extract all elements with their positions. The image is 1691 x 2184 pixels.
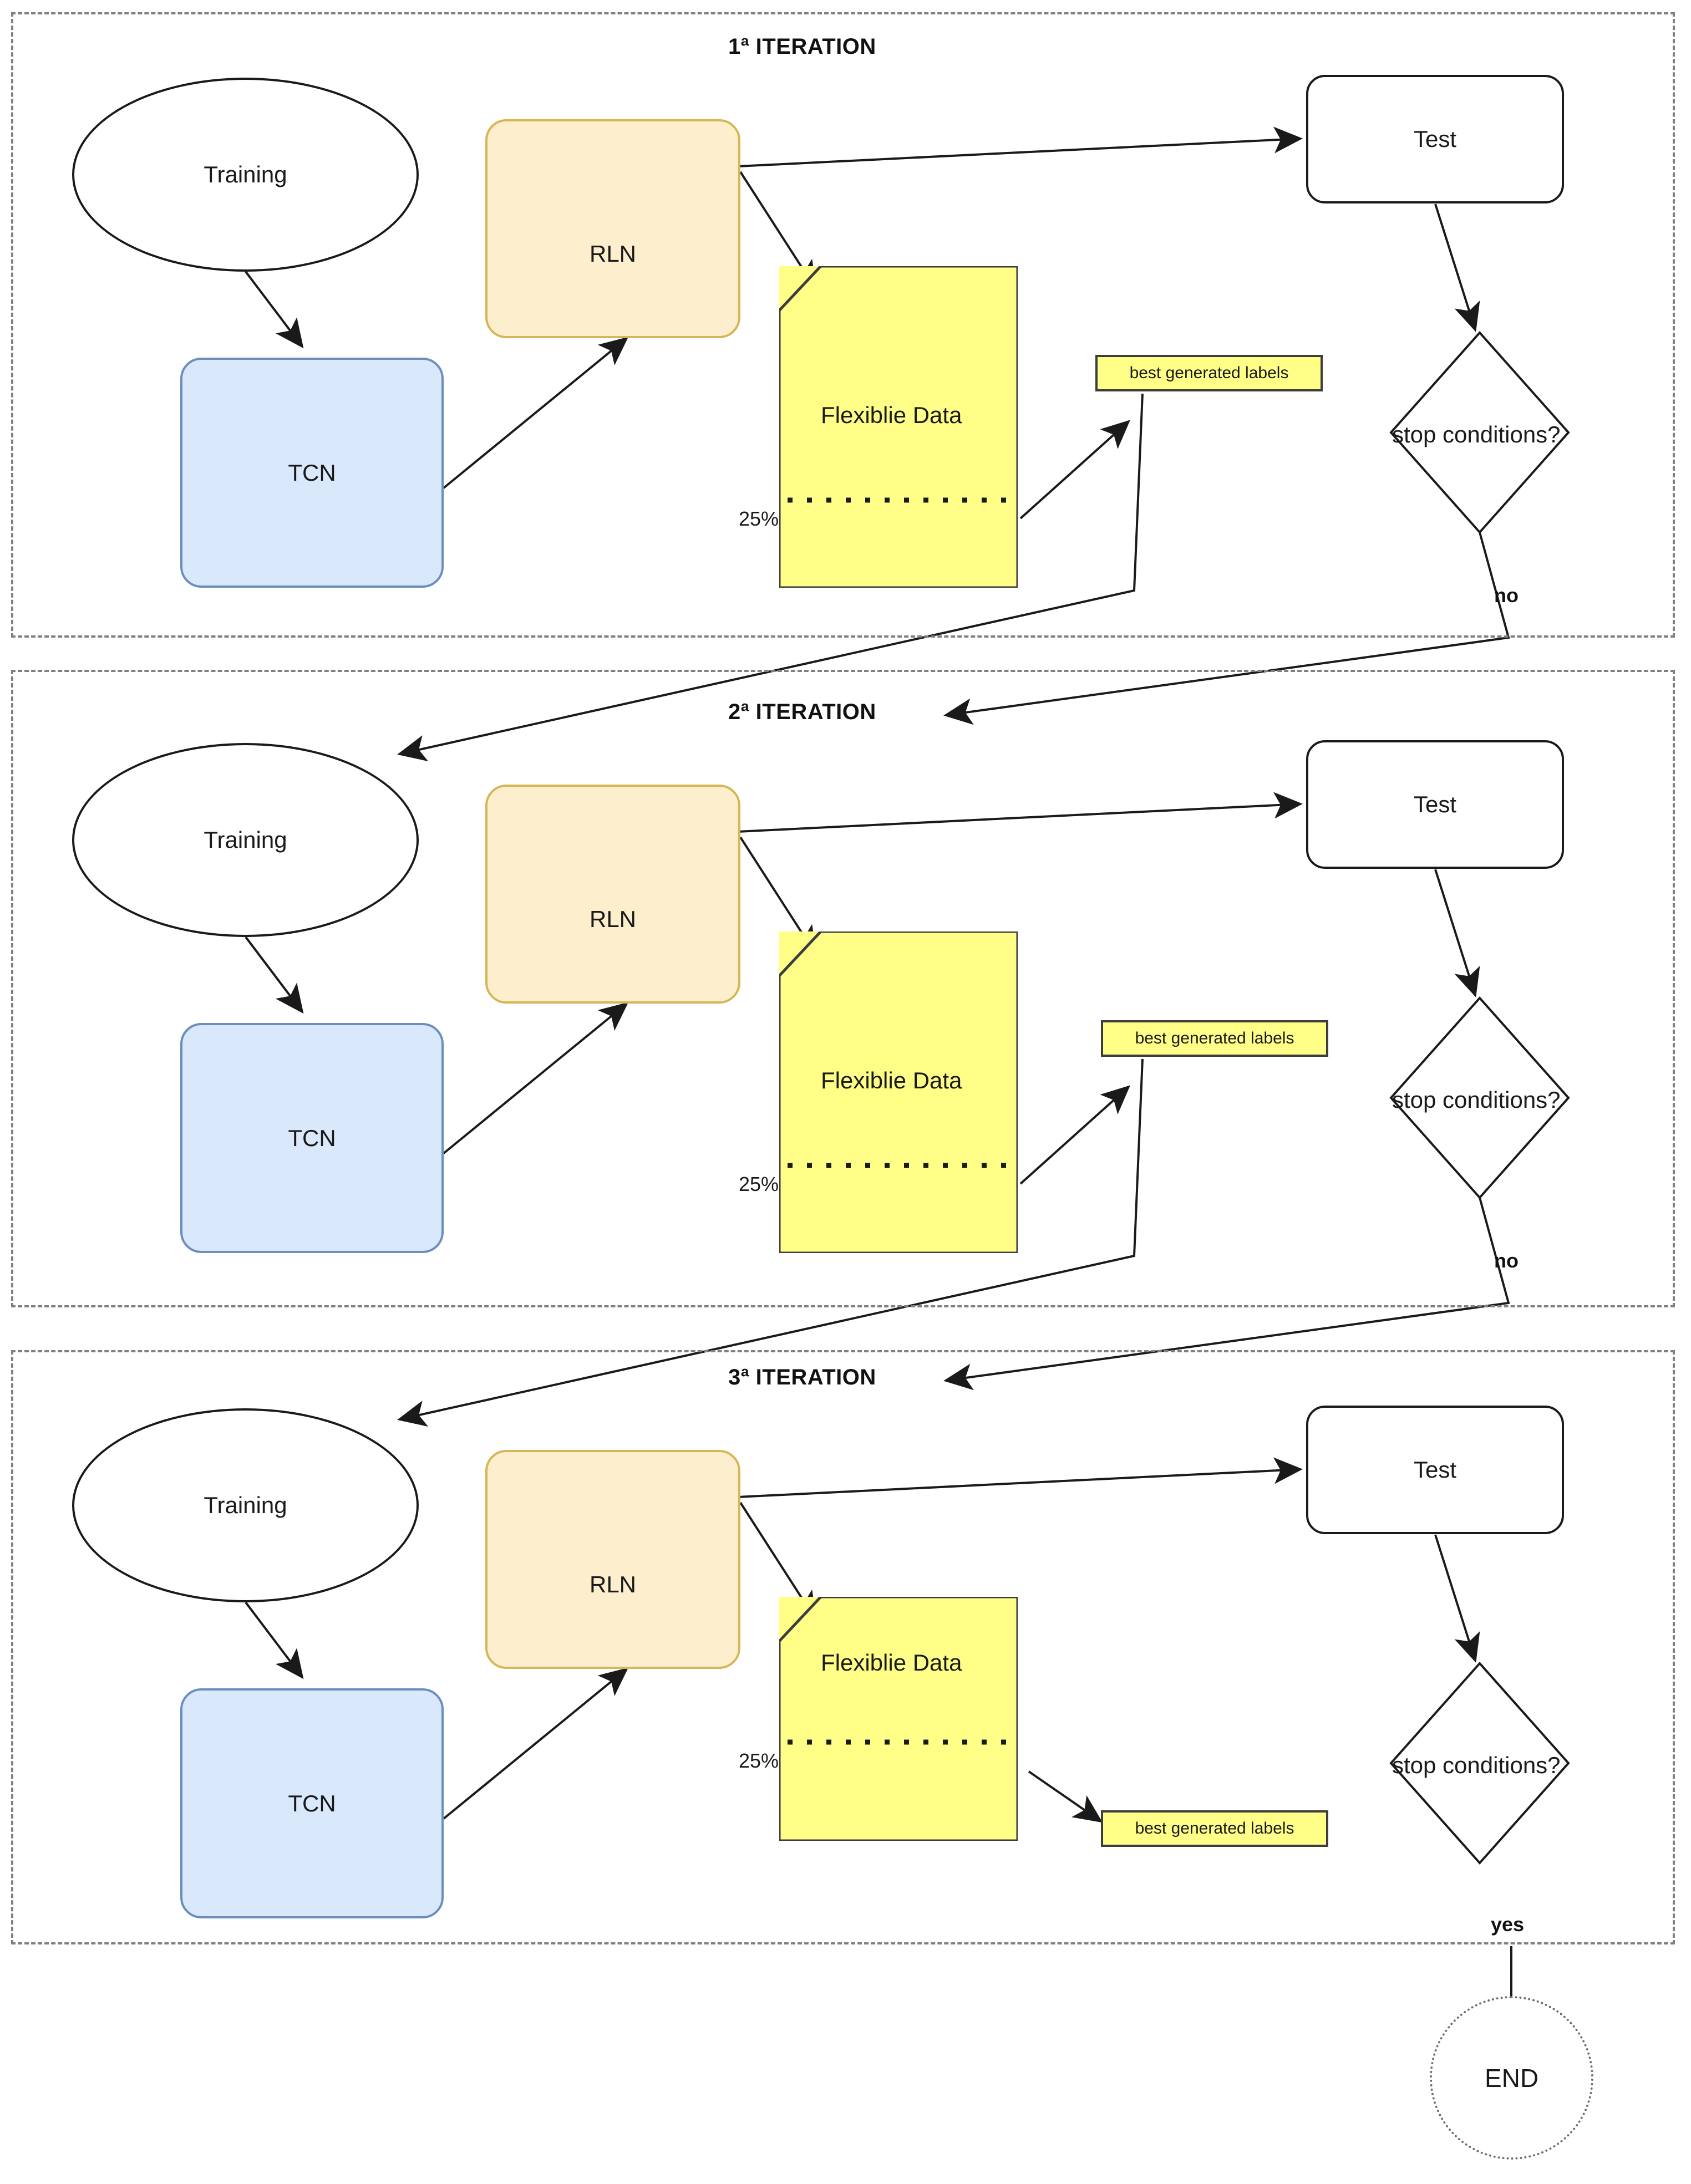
end-label: END	[1484, 2063, 1539, 2093]
edge-tcn-to-rln-1	[443, 337, 629, 489]
decision-label-3: stop conditions?	[1392, 1752, 1561, 1778]
test-node-2[interactable]: Test	[1306, 740, 1564, 869]
iteration-title-1: 1ª ITERATION	[728, 34, 876, 59]
edge-no-branch-1	[943, 532, 1510, 725]
flexible-data-label-3: Flexiblie Data	[821, 1650, 962, 1676]
iteration-title-2: 2ª ITERATION	[728, 700, 876, 724]
flexible-data-shape	[779, 1597, 1018, 1841]
edge-rln-to-test-3	[737, 1457, 1303, 1498]
flexible-data-node-1[interactable]	[779, 266, 1018, 588]
training-node-1[interactable]: Training	[72, 78, 419, 272]
flexible-data-label-2: Flexiblie Data	[821, 1067, 962, 1093]
test-label: Test	[1413, 791, 1457, 817]
branch-label-no-1: no	[1494, 584, 1519, 607]
branch-label-yes-3: yes	[1491, 1913, 1525, 1936]
tcn-label: TCN	[288, 1790, 336, 1816]
test-node-1[interactable]: Test	[1306, 75, 1564, 203]
rln-label: RLN	[589, 1571, 637, 1597]
flexible-data-shape	[779, 266, 1018, 588]
edge-test-to-decision-1	[1434, 203, 1480, 332]
percent-label-3: 25%	[739, 1749, 779, 1772]
iteration-container-3	[11, 1350, 1675, 1944]
iteration-container-1	[11, 12, 1675, 638]
tcn-label: TCN	[288, 1124, 336, 1151]
test-node-3[interactable]: Test	[1306, 1406, 1564, 1534]
edge-tcn-to-rln-3	[443, 1667, 629, 1820]
training-label: Training	[204, 161, 287, 187]
best-generated-labels-node-2[interactable]: best generated labels	[1101, 1020, 1328, 1057]
rln-node-3[interactable]: RLN	[485, 1450, 740, 1669]
edge-bestlabels-to-training-3	[397, 1058, 1144, 1427]
flexible-data-shape	[779, 931, 1018, 1253]
test-label: Test	[1413, 1457, 1457, 1483]
decision-label-2: stop conditions?	[1392, 1087, 1561, 1113]
iteration-container-2	[11, 670, 1675, 1307]
edge-tcn-to-rln-2	[443, 1002, 629, 1154]
best-generated-labels-label: best generated labels	[1135, 1029, 1294, 1047]
edge-training-to-tcn-3	[245, 1601, 304, 1679]
percent-label-2: 25%	[739, 1173, 779, 1195]
iteration-title-3: 3ª ITERATION	[728, 1365, 876, 1389]
rln-node-2[interactable]: RLN	[485, 785, 740, 1004]
training-node-3[interactable]: Training	[72, 1408, 419, 1602]
edge-test-to-decision-2	[1434, 869, 1480, 997]
tcn-node-2[interactable]: TCN	[180, 1023, 444, 1253]
test-label: Test	[1413, 126, 1457, 152]
edge-data-to-bestlabels-3	[1028, 1770, 1103, 1823]
edge-rln-to-test-1	[737, 126, 1303, 167]
end-node[interactable]: END	[1430, 1996, 1593, 2160]
edge-test-to-decision-3	[1434, 1534, 1480, 1663]
training-label: Training	[204, 1492, 287, 1518]
edge-training-to-tcn-2	[245, 936, 304, 1014]
tcn-label: TCN	[288, 459, 336, 486]
decision-label-1: stop conditions?	[1392, 421, 1561, 447]
best-generated-labels-node-1[interactable]: best generated labels	[1095, 355, 1323, 391]
tcn-node-3[interactable]: TCN	[180, 1688, 444, 1918]
rln-label: RLN	[589, 240, 637, 267]
best-generated-labels-node-3[interactable]: best generated labels	[1101, 1810, 1328, 1847]
flexible-data-node-2[interactable]	[779, 931, 1018, 1253]
edge-no-branch-2	[943, 1197, 1510, 1391]
percent-label-1: 25%	[739, 507, 779, 530]
tcn-node-1[interactable]: TCN	[180, 358, 444, 588]
rln-node-1[interactable]: RLN	[485, 119, 740, 338]
flexible-data-label-1: Flexiblie Data	[821, 402, 962, 428]
edge-bestlabels-to-training-2	[397, 393, 1144, 761]
edge-training-to-tcn-1	[245, 271, 304, 349]
branch-label-no-2: no	[1494, 1249, 1519, 1272]
rln-label: RLN	[589, 905, 637, 932]
flexible-data-node-3[interactable]	[779, 1597, 1018, 1841]
edge-rln-to-test-2	[737, 792, 1303, 833]
training-node-2[interactable]: Training	[72, 743, 419, 937]
best-generated-labels-label: best generated labels	[1129, 364, 1289, 382]
best-generated-labels-label: best generated labels	[1135, 1819, 1294, 1837]
edge-data-to-bestlabels-2	[1019, 1085, 1130, 1185]
training-label: Training	[204, 827, 287, 853]
edge-data-to-bestlabels-1	[1019, 420, 1130, 520]
